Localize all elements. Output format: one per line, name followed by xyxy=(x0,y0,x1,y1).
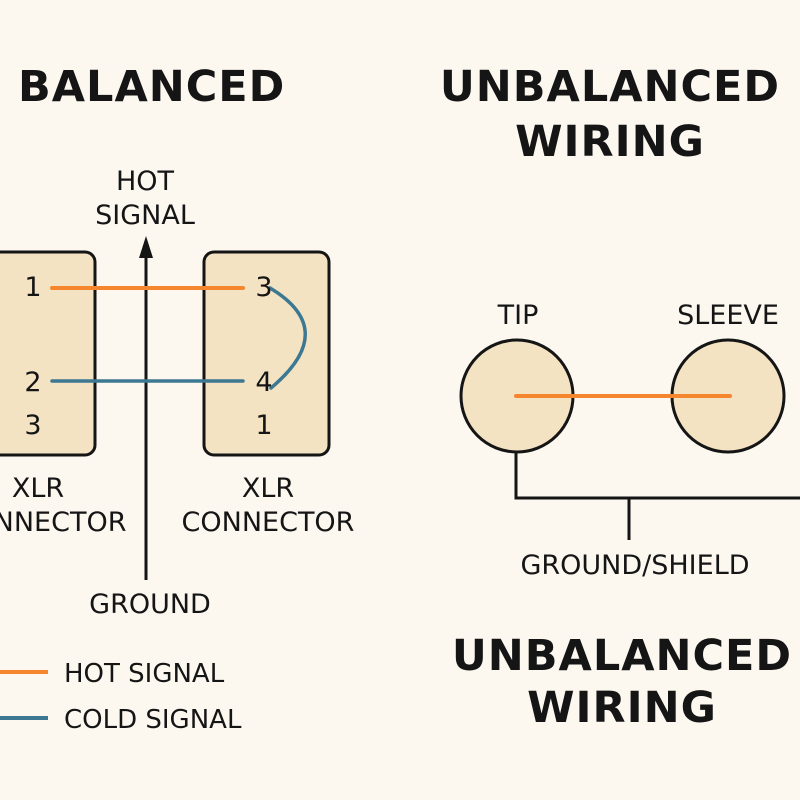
hot-signal-arrow-icon xyxy=(139,236,153,258)
left-xlr-connector-body xyxy=(0,250,97,457)
hot-signal-annotation-line1: HOT xyxy=(116,166,175,197)
right-pin-3: 3 xyxy=(255,272,272,303)
left-connector-label-line1: XLR xyxy=(12,473,64,504)
hot-signal-annotation-line2: SIGNAL xyxy=(95,200,195,231)
legend-hot-label: HOT SIGNAL xyxy=(64,659,225,689)
unbalanced-bottom-title-line2: WIRING xyxy=(527,683,717,733)
balanced-title: BALANCED xyxy=(18,62,285,112)
left-pin-2: 2 xyxy=(24,367,41,398)
unbalanced-bottom-title-line1: UNBALANCED xyxy=(452,631,792,681)
ground-label: GROUND xyxy=(89,589,211,620)
left-pin-1: 1 xyxy=(24,272,41,303)
right-connector-label-line1: XLR xyxy=(242,473,294,504)
sleeve-label: SLEEVE xyxy=(677,300,779,331)
left-connector-label-line2: CONNECTOR xyxy=(0,507,126,538)
right-connector-label-line2: CONNECTOR xyxy=(182,507,355,538)
legend-cold-label: COLD SIGNAL xyxy=(64,705,242,735)
tip-label: TIP xyxy=(497,300,539,331)
right-pin-1: 1 xyxy=(255,410,272,441)
left-pin-3: 3 xyxy=(24,410,41,441)
unbalanced-title-line2: WIRING xyxy=(515,117,705,167)
ground-shield-label: GROUND/SHIELD xyxy=(520,550,749,581)
cold-signal-cross-wire xyxy=(268,286,307,390)
unbalanced-title-line1: UNBALANCED xyxy=(440,62,780,112)
right-xlr-connector-body xyxy=(202,250,331,457)
right-pin-4: 4 xyxy=(255,367,272,398)
ground-shield-wire xyxy=(514,452,800,500)
